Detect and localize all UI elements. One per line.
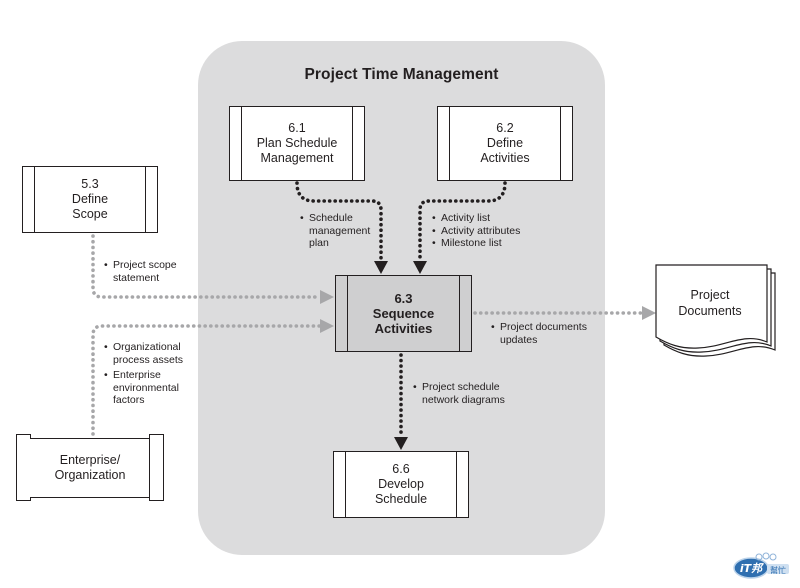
ithome-logo: iT邦 幫忙	[733, 551, 793, 579]
enterprise-body: Enterprise/ Organization	[30, 438, 150, 498]
label-item: Project schedule network diagrams	[413, 381, 505, 406]
network-diagrams-label: Project schedule network diagrams	[413, 381, 505, 406]
label-item: Enterprise environmental factors	[104, 369, 183, 407]
process-6-2-define-activities[interactable]: 6.2 Define Activities	[437, 106, 573, 181]
enterprise-flow	[91, 324, 322, 436]
label-item: Activity list	[432, 212, 520, 225]
scope-label: Project scope statement	[104, 259, 177, 284]
box-bar-right	[560, 107, 572, 180]
process-name-line2: Activities	[480, 151, 530, 165]
activities-flow	[418, 181, 507, 264]
box-bar-left	[336, 276, 348, 351]
process-number: 5.3	[81, 177, 99, 191]
process-number: 6.2	[496, 121, 514, 135]
process-name-line2: Activities	[374, 321, 433, 336]
process-name-line1: Plan Schedule	[256, 136, 338, 150]
box-bar-right	[456, 452, 468, 517]
scope-arrowhead	[320, 290, 334, 304]
process-number: 6.3	[394, 291, 413, 306]
box-bar-right	[145, 167, 157, 232]
process-6-3-sequence-activities[interactable]: 6.3 Sequence Activities	[335, 275, 472, 352]
activities-label: Activity list Activity attributes Milest…	[432, 212, 520, 250]
documents-arrowhead	[642, 306, 656, 320]
logo-icon: iT邦 幫忙	[733, 552, 789, 579]
schedule-plan-flow	[295, 181, 383, 264]
process-name-line2: Management	[260, 151, 334, 165]
enterprise-line1: Enterprise/	[59, 453, 121, 467]
box-bar-left	[23, 167, 35, 232]
enterprise-cap-right	[149, 434, 164, 501]
logo-text: iT邦	[740, 562, 764, 575]
documents-line1: Project	[690, 288, 730, 302]
network-arrowhead	[394, 437, 408, 450]
box-bar-left	[438, 107, 450, 180]
scope-flow	[91, 234, 322, 299]
project-documents-shape	[655, 264, 776, 357]
process-number: 6.6	[392, 462, 410, 476]
schedule-plan-arrowhead	[374, 261, 388, 274]
process-name-line1: Define	[486, 136, 524, 150]
documents-updates-label: Project documents updates	[491, 321, 587, 346]
process-name-line1: Define	[71, 192, 109, 206]
box-bar-right	[352, 107, 364, 180]
documents-line2: Documents	[678, 304, 742, 318]
logo-tag: 幫忙	[770, 565, 786, 575]
enterprise-line2: Organization	[54, 468, 126, 482]
box-bar-left	[334, 452, 346, 517]
process-5-3-define-scope[interactable]: 5.3 Define Scope	[22, 166, 158, 233]
process-number: 6.1	[288, 121, 306, 135]
label-item: Schedule management plan	[300, 212, 370, 250]
project-documents-node[interactable]: Project Documents	[660, 287, 760, 319]
label-item: Project documents updates	[491, 321, 587, 346]
box-bar-left	[230, 107, 242, 180]
label-item: Organizational process assets	[104, 341, 183, 366]
process-name-line2: Schedule	[374, 492, 428, 506]
enterprise-arrowhead	[320, 319, 334, 333]
process-name-line1: Sequence	[372, 306, 435, 321]
process-name-line1: Develop	[378, 477, 424, 491]
box-bar-right	[459, 276, 471, 351]
process-6-6-develop-schedule[interactable]: 6.6 Develop Schedule	[333, 451, 469, 518]
label-item: Activity attributes	[432, 225, 520, 238]
panel-title: Project Time Management	[304, 66, 499, 83]
label-item: Milestone list	[432, 237, 520, 250]
activities-arrowhead	[413, 261, 427, 274]
process-name-line2: Scope	[72, 207, 108, 221]
enterprise-cap-left	[16, 434, 31, 501]
label-item: Project scope statement	[104, 259, 177, 284]
schedule-plan-label: Schedule management plan	[300, 212, 370, 250]
enterprise-inputs-label: Organizational process assets Enterprise…	[104, 341, 183, 407]
process-6-1-plan-schedule-management[interactable]: 6.1 Plan Schedule Management	[229, 106, 365, 181]
